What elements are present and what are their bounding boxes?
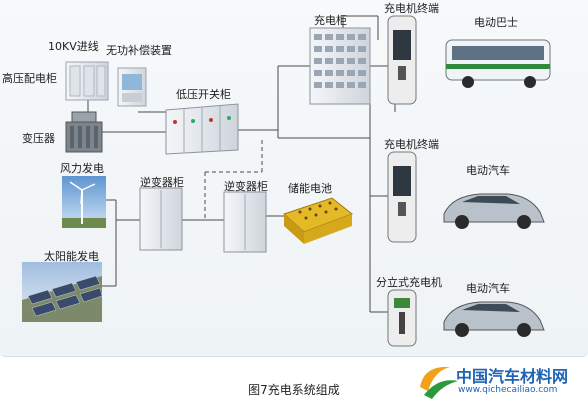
hv-cabinet-picture: [65, 61, 109, 101]
charging-cabinet-picture: [309, 27, 371, 105]
watermark-logo: 中国汽车材料网 www.qichecailiao.com: [414, 357, 584, 403]
label-charging-terminal-1: 充电机终端: [384, 2, 439, 15]
watermark-site-url: www.qichecailiao.com: [458, 385, 558, 395]
storage-battery-picture: [283, 197, 353, 244]
label-charging-cabinet: 充电柜: [314, 14, 347, 27]
electric-car-2-picture: [443, 301, 545, 337]
label-electric-car-1: 电动汽车: [466, 164, 510, 177]
electric-car-1-picture: [443, 193, 545, 229]
inverter-cabinet-2-picture: [223, 191, 267, 253]
label-wind-power: 风力发电: [60, 162, 104, 175]
label-electric-bus: 电动巴士: [474, 16, 518, 29]
diagram-drawing: [22, 15, 551, 347]
charging-terminal-1-picture: [387, 15, 417, 105]
label-charging-terminal-2: 充电机终端: [384, 138, 439, 151]
wind-turbine-picture: [62, 176, 106, 228]
label-hv-cabinet: 高压配电柜: [2, 72, 57, 85]
lv-switch-cabinet-picture: [165, 103, 239, 155]
wiring: [87, 15, 396, 313]
label-solar-power: 太阳能发电: [44, 250, 99, 263]
solar-panel-picture: [22, 262, 103, 322]
label-10kv-line: 10KV进线: [48, 40, 99, 53]
transformer-picture: [65, 111, 103, 153]
label-inverter-1: 逆变器柜: [140, 176, 184, 189]
inverter-cabinet-1-picture: [139, 187, 183, 251]
label-storage-battery: 储能电池: [288, 182, 332, 195]
figure-caption: 图7充电系统组成: [248, 383, 340, 397]
swoosh-logo-icon: [420, 366, 458, 399]
label-lv-switch-cabinet: 低压开关柜: [176, 88, 231, 101]
label-transformer: 变压器: [22, 132, 55, 145]
reactive-compensation-picture: [117, 67, 147, 107]
distributed-charger-picture: [387, 289, 417, 347]
label-reactive-compensation: 无功补偿装置: [106, 44, 172, 57]
label-inverter-2: 逆变器柜: [224, 180, 268, 193]
charging-terminal-2-picture: [387, 151, 417, 243]
watermark-site-name: 中国汽车材料网: [456, 367, 569, 386]
electric-bus-picture: [445, 39, 551, 88]
charging-system-diagram: 10KV进线 高压配电柜 无功补偿装置 变压器 低压开关柜 风力发电 逆变器柜 …: [0, 0, 588, 357]
label-electric-car-2: 电动汽车: [466, 282, 510, 295]
label-distributed-charger: 分立式充电机: [376, 276, 442, 289]
